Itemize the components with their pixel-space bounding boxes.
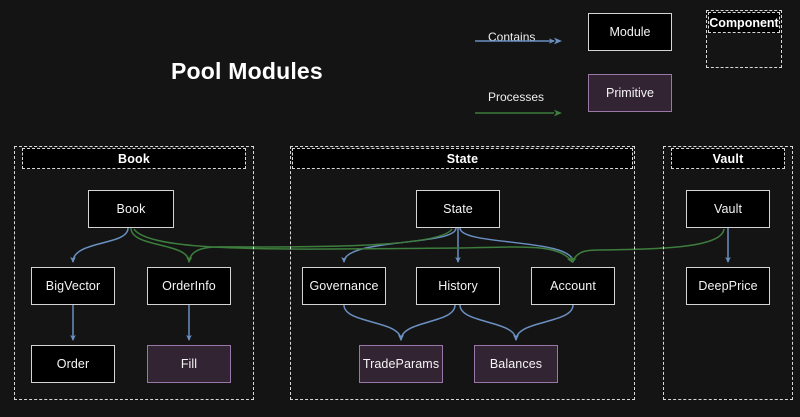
page-title: Pool Modules: [171, 58, 323, 84]
node-vault[interactable]: Vault: [686, 190, 770, 228]
legend-primitive-box: Primitive: [588, 74, 672, 112]
legend-component-box: [706, 10, 782, 68]
legend-contains-arrow: [475, 37, 562, 45]
node-tradeparams[interactable]: TradeParams: [359, 345, 443, 383]
legend-component-label: Component: [708, 12, 780, 33]
group-vault-header: Vault: [671, 148, 785, 169]
node-book[interactable]: Book: [88, 190, 174, 228]
group-state-header: State: [292, 148, 633, 169]
node-orderinfo[interactable]: OrderInfo: [147, 267, 231, 305]
node-bigvector[interactable]: BigVector: [31, 267, 115, 305]
group-book-header: Book: [22, 148, 246, 169]
legend-processes-arrow: [475, 109, 562, 117]
group-book[interactable]: [14, 146, 254, 400]
node-account[interactable]: Account: [531, 267, 615, 305]
group-vault[interactable]: [663, 146, 793, 400]
node-fill[interactable]: Fill: [147, 345, 231, 383]
node-balances[interactable]: Balances: [474, 345, 558, 383]
legend-processes-label: Processes: [488, 90, 545, 104]
node-state[interactable]: State: [416, 190, 500, 228]
group-state[interactable]: [290, 146, 635, 400]
node-order[interactable]: Order: [31, 345, 115, 383]
node-deepprice[interactable]: DeepPrice: [686, 267, 770, 305]
node-governance[interactable]: Governance: [302, 267, 386, 305]
legend-module-box: Module: [588, 13, 672, 51]
node-history[interactable]: History: [416, 267, 500, 305]
